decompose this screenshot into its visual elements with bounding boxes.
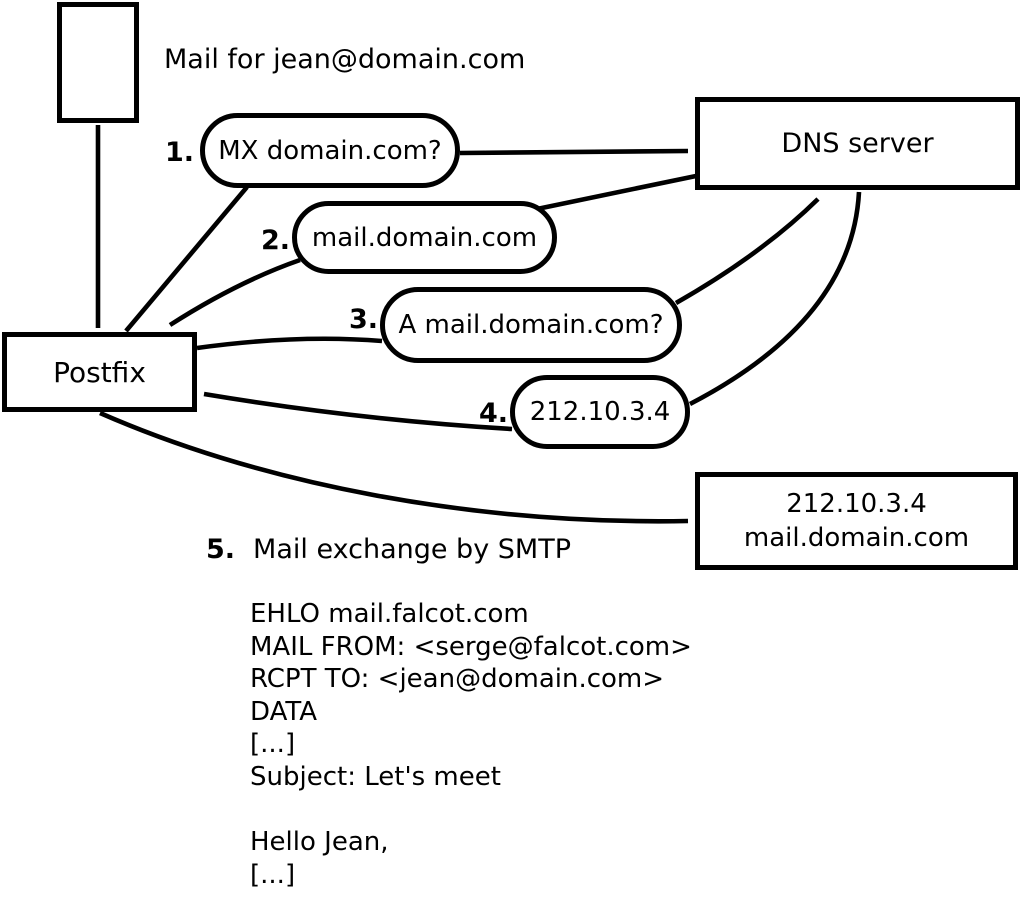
arrow-reply4-to-postfix: [203, 391, 513, 432]
arrow-query3-to-dns: [674, 197, 820, 305]
smtp-line: DATA: [250, 696, 317, 727]
smtp-line: Hello Jean,: [250, 827, 389, 858]
diagram-title: Mail for jean@domain.com: [164, 44, 526, 75]
step5-caption: 5. Mail exchange by SMTP: [206, 534, 571, 565]
bubble-mx-query: MX domain.com?: [200, 113, 460, 188]
bubble-a-query: A mail.domain.com?: [380, 287, 682, 363]
bubble-mx-reply: mail.domain.com: [292, 201, 557, 274]
smtp-line: [250, 794, 692, 827]
line-postfix-to-query1: [124, 185, 249, 333]
mail-server-hostname: mail.domain.com: [743, 523, 970, 553]
line-postfix-to-query3: [196, 336, 383, 351]
step3-number: 3.: [348, 304, 378, 335]
mail-document-node: [57, 2, 139, 123]
step1-number: 1.: [164, 137, 194, 168]
smtp-line: [...]: [250, 729, 296, 760]
mail-server-ip: 212.10.3.4: [786, 489, 927, 519]
smtp-line: RCPT TO: <jean@domain.com>: [250, 664, 665, 695]
line-dns-to-reply2: [536, 173, 697, 212]
step5-label: Mail exchange by SMTP: [253, 534, 571, 565]
smtp-line: Subject: Let's meet: [250, 761, 501, 792]
step4-number: 4.: [478, 398, 508, 429]
smtp-line: MAIL FROM: <serge@falcot.com>: [250, 631, 692, 662]
dns-server-node: DNS server: [695, 97, 1020, 190]
postfix-node: Postfix: [2, 332, 197, 412]
smtp-line: [...]: [250, 859, 296, 890]
bubble-a-reply: 212.10.3.4: [510, 375, 690, 449]
step5-number: 5.: [206, 534, 236, 565]
smtp-transcript: EHLO mail.falcot.com MAIL FROM: <serge@f…: [250, 598, 692, 919]
step2-number: 2.: [260, 225, 290, 256]
smtp-line: EHLO mail.falcot.com: [250, 599, 529, 629]
line-dns-to-reply4: [688, 191, 862, 407]
arrow-query1-to-dns: [459, 148, 689, 156]
mail-server-node: 212.10.3.4 mail.domain.com: [695, 472, 1018, 570]
arrow-postfix-to-mailserver: [99, 410, 689, 524]
arrow-reply2-to-postfix: [168, 257, 301, 327]
smtp-line: [250, 891, 692, 919]
